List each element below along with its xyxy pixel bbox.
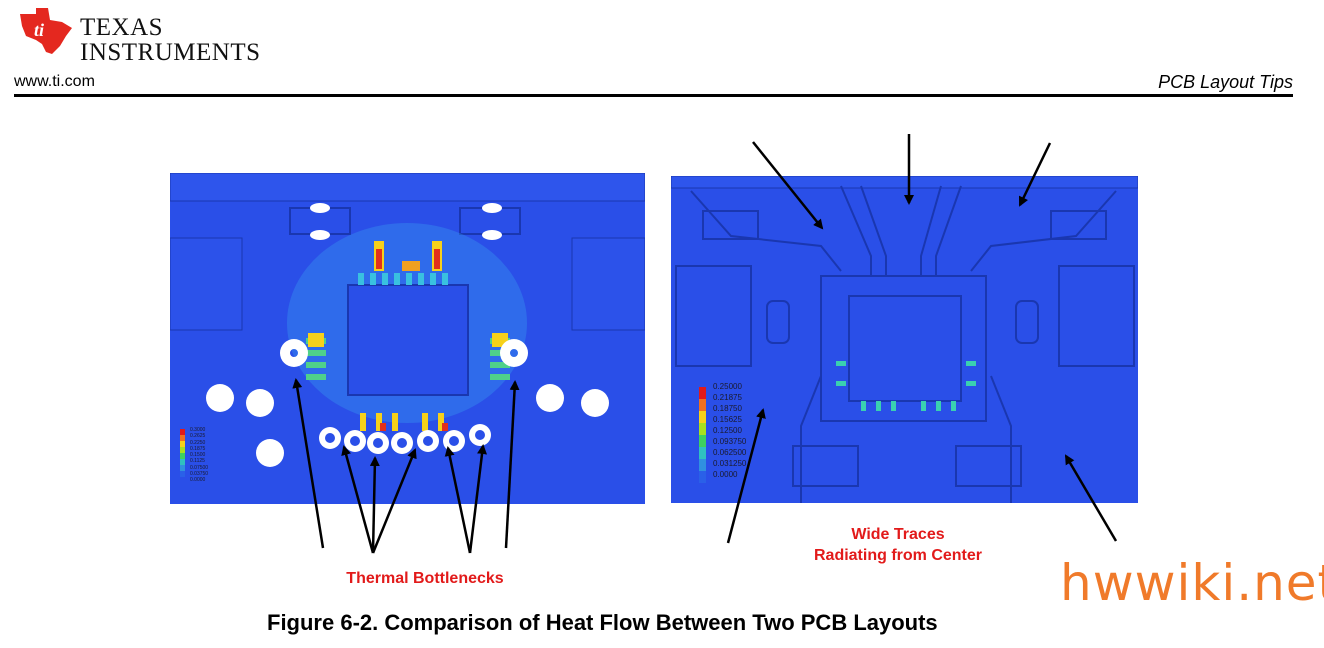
brand-name-line1: Texas [80,14,164,41]
site-url[interactable]: www.ti.com [14,73,95,90]
figure-caption: Figure 6-2. Comparison of Heat Flow Betw… [267,610,938,635]
wide-traces-label-line1: Wide Traces [851,526,945,543]
watermark-text: hwwiki.net [1060,554,1324,612]
left-legend-label: 0.07500 [190,464,209,471]
section-title: PCB Layout Tips [1158,72,1293,92]
header-rule [14,94,1293,97]
right-legend-label: 0.25000 [713,382,742,391]
thermal-bottlenecks-label: Thermal Bottlenecks [346,570,504,587]
ti-logo-icon: ti [20,8,72,54]
left-legend-labels: 0.3000 0.2625 0.2250 0.1875 0.1500 0.112… [190,427,208,484]
right-pcb-thermal-map [671,176,1138,503]
right-legend-label: 0.062500 [713,448,747,457]
right-legend-label: 0.18750 [713,404,742,413]
left-legend-label: 0.03750 [190,471,209,478]
left-legend-label: 0.2250 [190,439,206,446]
brand-name-line2: Instruments [80,39,261,66]
right-legend-label: 0.031250 [713,459,747,468]
left-legend-label: 0.1500 [190,452,206,459]
svg-text:ti: ti [34,20,44,40]
left-legend-label: 0.1125 [190,458,205,465]
left-legend-label: 0.0000 [190,477,206,484]
right-legend-label: 0.12500 [713,426,742,435]
right-legend-label: 0.15625 [713,415,742,424]
left-legend-label: 0.3000 [190,427,206,433]
right-legend-labels: 0.25000 0.21875 0.18750 0.15625 0.12500 … [713,381,746,480]
wide-traces-label-line2: Radiating from Center [813,547,982,564]
right-legend-label: 0.0000 [713,470,738,479]
right-colorbar [699,387,706,495]
left-colorbar [180,429,185,483]
left-legend-label: 0.2625 [190,433,206,440]
right-legend-label: 0.093750 [713,437,747,446]
right-legend-label: 0.21875 [713,393,742,402]
left-legend-label: 0.1875 [190,445,206,452]
